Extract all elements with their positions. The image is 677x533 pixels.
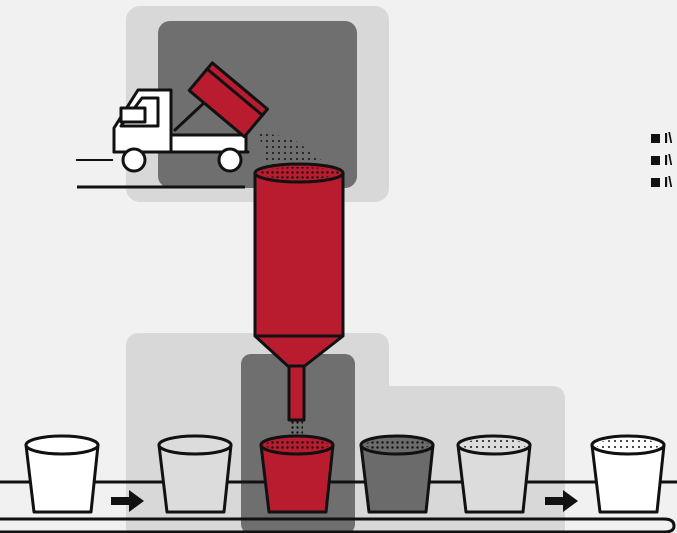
bullet-icon [651,178,660,187]
cup-icon [361,436,433,512]
legend: I\ I\ I\ [651,128,672,194]
legend-item: I\ [651,172,672,194]
bullet-icon [651,134,660,143]
cup-icon [458,436,530,512]
bullet-icon [651,156,660,165]
cup-icon [261,436,333,512]
legend-item-label: I\ [664,174,672,191]
legend-item: I\ [651,128,672,150]
legend-item-label: I\ [664,152,672,169]
legend-item: I\ [651,150,672,172]
cup-icon [592,436,664,512]
cup-icon [159,436,231,512]
cup-icon [26,436,98,512]
legend-item-label: I\ [664,130,672,147]
